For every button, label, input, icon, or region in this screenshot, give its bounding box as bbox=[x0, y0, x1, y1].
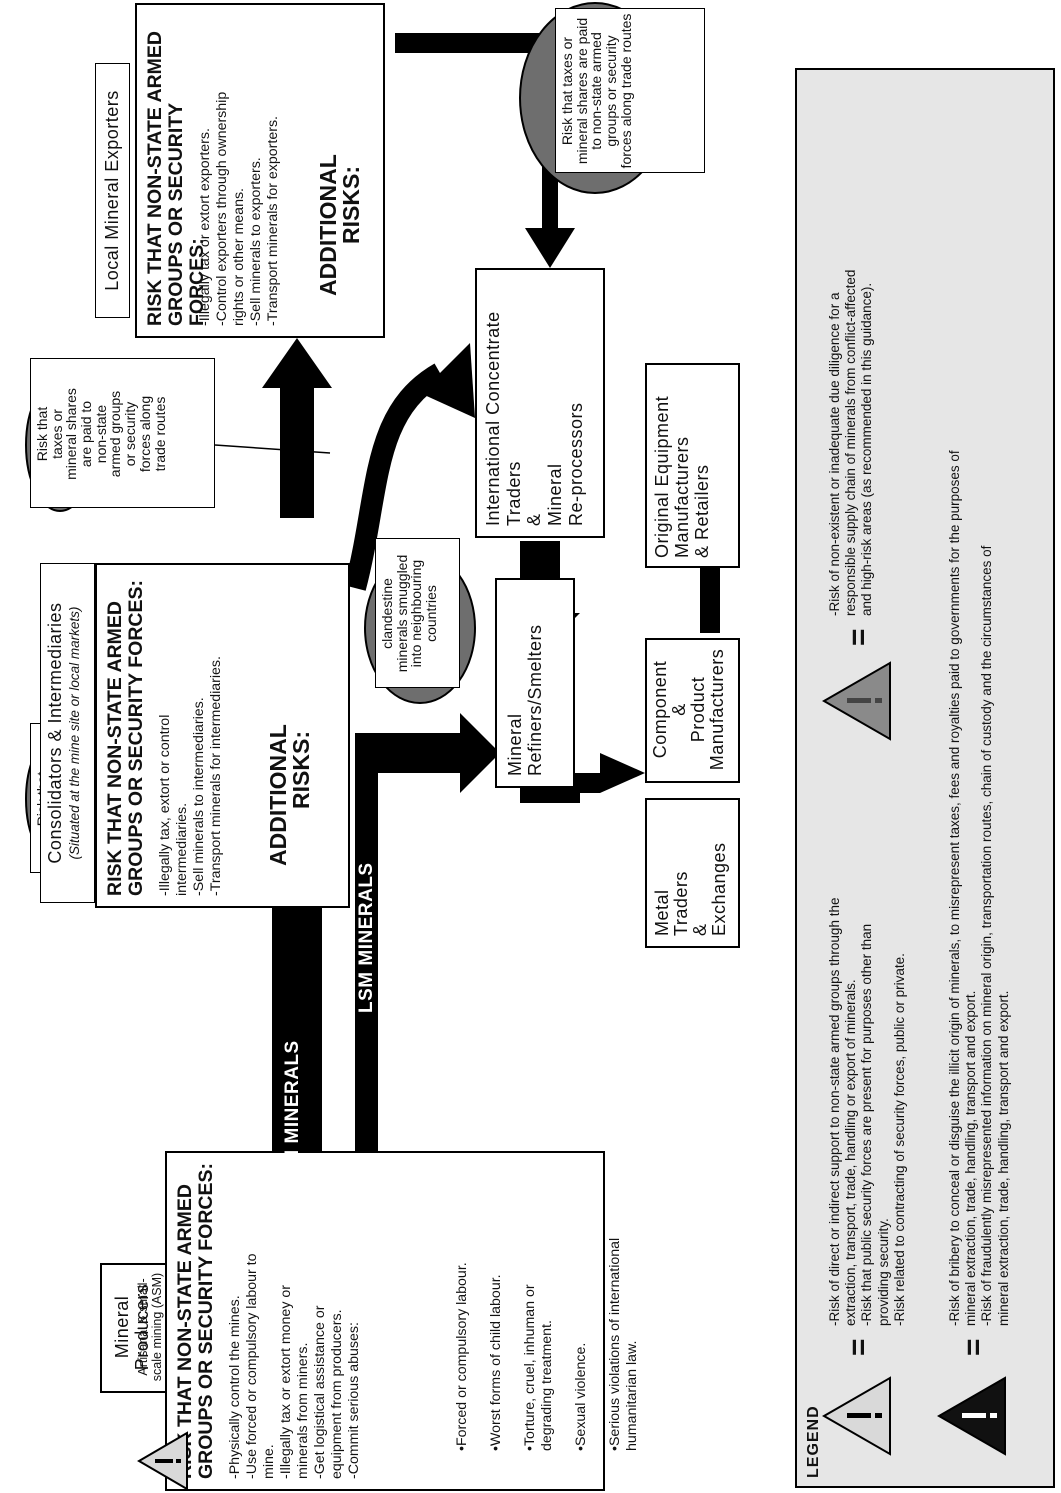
light-triangle-icon bbox=[822, 1376, 891, 1456]
exporters-title-box: Local Mineral Exporters bbox=[95, 63, 130, 318]
consolidators-title: Consolidators & Intermediaries bbox=[45, 602, 65, 864]
consolidators-subtitle: (Situated at the mine site or local mark… bbox=[67, 606, 82, 860]
trade-route-callout-3: Risk that taxes or mineral shares are pa… bbox=[555, 8, 705, 173]
legend-equals: = bbox=[957, 1338, 990, 1356]
producers-abuse-list: Forced or compulsory labour. Worst forms… bbox=[437, 1151, 658, 1465]
traders-box: International Concentrate Traders & Mine… bbox=[475, 268, 605, 538]
trade-route-callout-2: Risk that taxes or mineral shares are pa… bbox=[30, 358, 215, 508]
component-title: Component & Product Manufacturers bbox=[650, 648, 727, 771]
oem-box: Original Equipment Manufacturers & Retai… bbox=[645, 363, 740, 568]
metal-traders-box: Metal Traders & Exchanges bbox=[645, 798, 740, 948]
smuggled-text: clandestine minerals smuggled into neigh… bbox=[379, 554, 440, 673]
trade-route-callout-text: Risk that taxes or mineral shares are pa… bbox=[559, 13, 634, 169]
consolidators-risk-lines: -Illegally tax, extort or control interm… bbox=[157, 656, 225, 896]
abuse-item: Torture, cruel, inhuman or degrading tre… bbox=[522, 1151, 556, 1451]
traders-title: International Concentrate Traders & Mine… bbox=[483, 311, 586, 526]
exporters-risk-lines: -Illegally tax or extort exporters. -Con… bbox=[197, 91, 282, 326]
consolidators-risk-heading: RISK THAT NON-STATE ARMED GROUPS OR SECU… bbox=[104, 579, 148, 896]
abuse-item: Sexual violence. bbox=[573, 1151, 590, 1451]
consolidators-additional-risks: ADDITIONAL RISKS: bbox=[265, 724, 314, 866]
lsm-minerals-label: LSM MINERALS bbox=[356, 862, 377, 1013]
legend-title: LEGEND bbox=[805, 1405, 822, 1478]
exporters-additional-risks: ADDITIONAL RISKS: bbox=[315, 154, 364, 296]
smuggling-curve-arrow bbox=[344, 343, 475, 591]
smelters-box: Mineral Refiners/Smelters bbox=[495, 578, 575, 788]
exporters-risk-box: RISK THAT NON-STATE ARMED GROUPS OR SECU… bbox=[135, 3, 385, 338]
abuse-item: Worst forms of child labour. bbox=[488, 1151, 505, 1451]
producers-risk-box: RISK THAT NON-STATE ARMED GROUPS OR SECU… bbox=[137, 1151, 640, 1491]
light-warning-icon bbox=[137, 1431, 188, 1491]
component-box: Component & Product Manufacturers bbox=[645, 638, 740, 783]
smuggled-callout: clandestine minerals smuggled into neigh… bbox=[375, 538, 460, 688]
exporters-title: Local Mineral Exporters bbox=[102, 90, 122, 291]
grey-triangle-icon bbox=[822, 661, 891, 741]
trade-route-callout-text: Risk that taxes or mineral shares are pa… bbox=[34, 388, 168, 480]
consolidators-to-exporters-arrow bbox=[262, 338, 332, 518]
legend-equals: = bbox=[842, 1338, 875, 1356]
asm-minerals-label: ASM MINERALS bbox=[282, 1040, 303, 1193]
consolidators-risk-box: RISK THAT NON-STATE ARMED GROUPS OR SECU… bbox=[95, 563, 350, 908]
producers-risk-lines: -Physically control the mines. -Use forc… bbox=[227, 1253, 363, 1479]
consolidators-title-box: Consolidators & Intermediaries (Situated… bbox=[40, 563, 95, 903]
dark-triangle-icon bbox=[937, 1376, 1006, 1456]
legend-box: LEGEND = -Risk of direct or indirect sup… bbox=[795, 68, 1055, 1488]
legend-light-items: -Risk of direct or indirect support to n… bbox=[827, 897, 907, 1326]
oem-title: Original Equipment Manufacturers & Retai… bbox=[652, 395, 712, 558]
abuse-item: Forced or compulsory labour. bbox=[454, 1151, 471, 1451]
abuse-item: Serious violations of international huma… bbox=[607, 1151, 641, 1451]
smelters-title: Mineral Refiners/Smelters bbox=[505, 624, 546, 776]
legend-grey-items: -Risk of non-existent or inadequate due … bbox=[827, 269, 875, 616]
legend-dark-items: -Risk of bribery to conceal or disguise … bbox=[947, 450, 1011, 1326]
metal-traders-title: Metal Traders & Exchanges bbox=[652, 842, 729, 936]
legend-equals: = bbox=[842, 628, 875, 646]
